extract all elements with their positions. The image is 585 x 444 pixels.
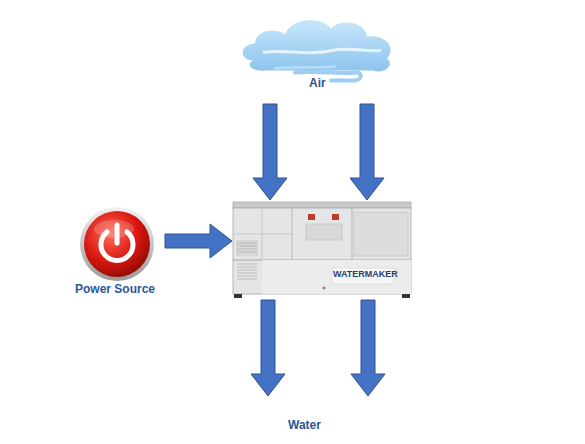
block-arrow (350, 104, 384, 200)
node-label: Water (288, 418, 321, 432)
block-arrow (251, 300, 285, 396)
power-source-node: Power Source (70, 205, 165, 300)
output-node: Water (283, 396, 333, 436)
watermaker-unit (232, 200, 412, 300)
node-label: Air (309, 76, 326, 90)
block-arrow (253, 104, 287, 200)
node-label: Power Source (75, 282, 155, 296)
watermaker-node: WATERMAKER (232, 200, 412, 300)
cloud-node: Air (235, 8, 400, 104)
block-arrow (351, 300, 385, 396)
node-label: WATERMAKER (333, 269, 398, 279)
block-arrow (165, 224, 232, 258)
